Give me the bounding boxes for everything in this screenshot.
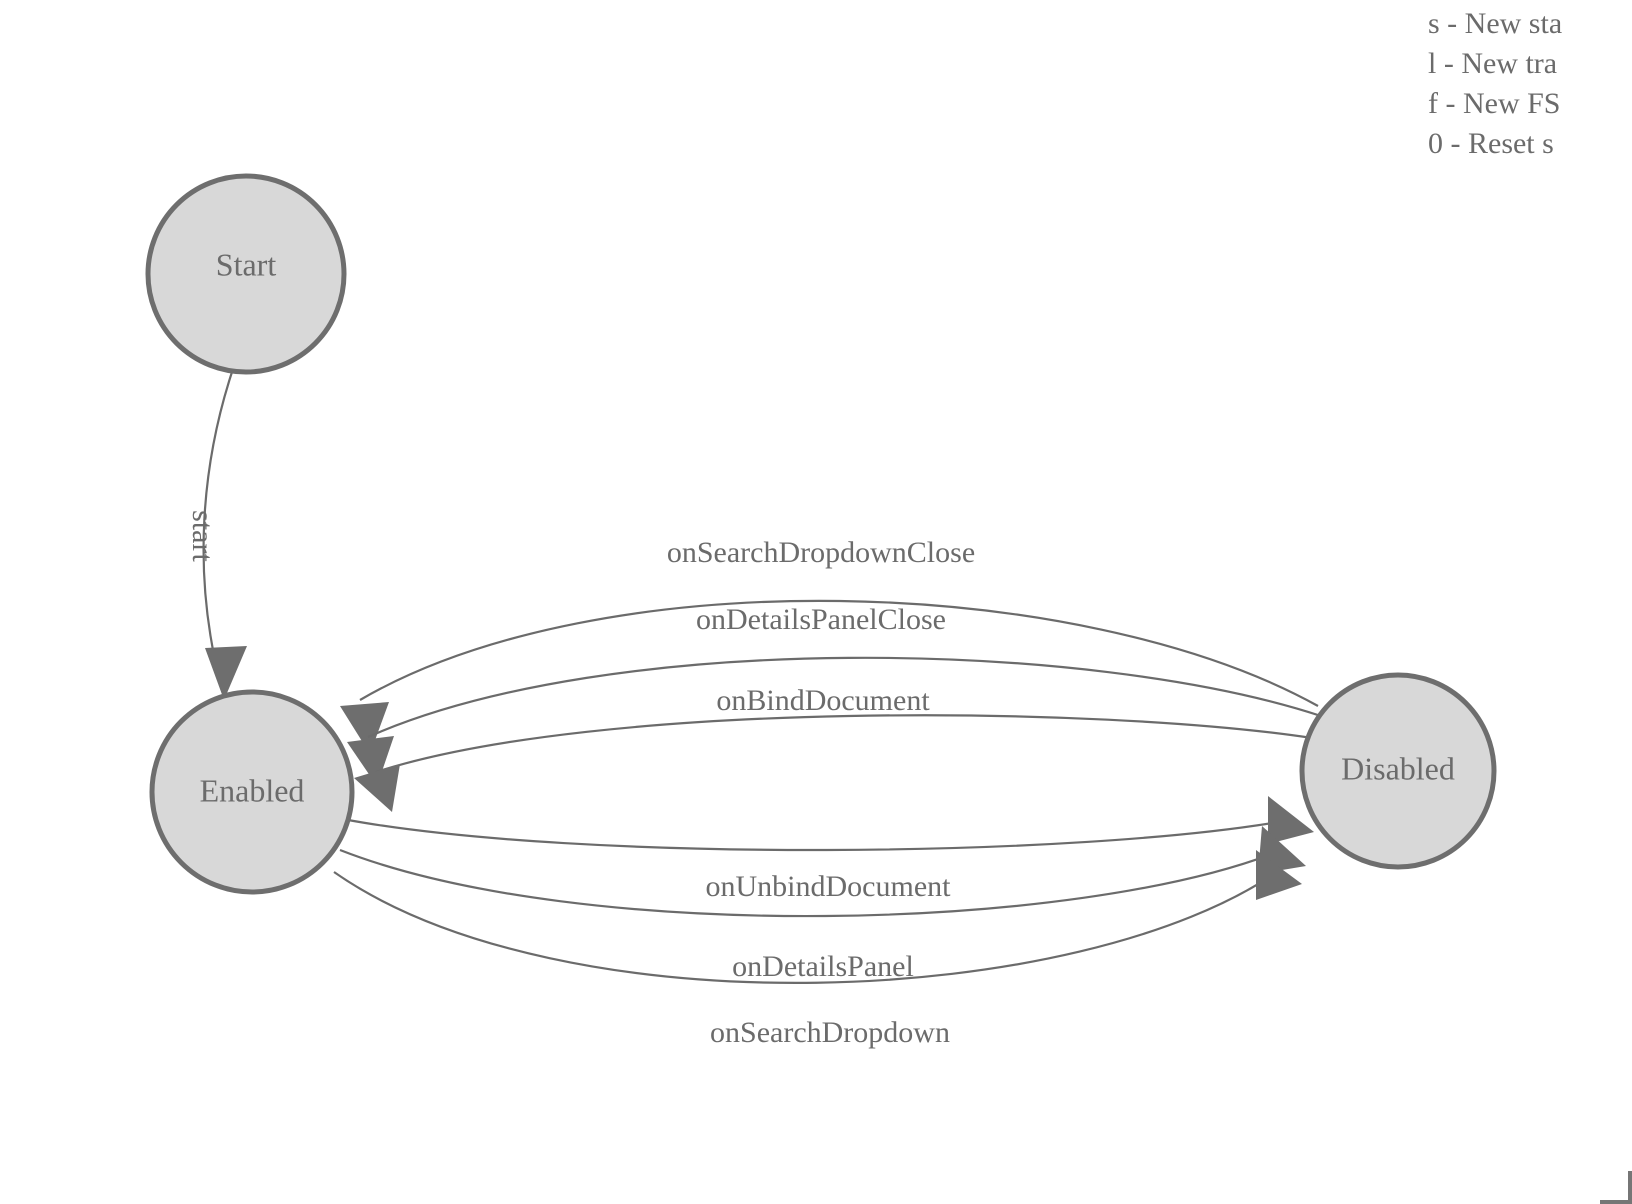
edge-start-path — [202, 371, 234, 661]
node-disabled[interactable]: Disabled — [1299, 672, 1497, 870]
edge-bind-document[interactable]: onBindDocument — [354, 684, 1313, 812]
node-start-circle — [145, 173, 347, 375]
edge-bind-document-label: onBindDocument — [716, 684, 930, 717]
edge-unbind-document-arrowhead — [1268, 796, 1314, 844]
node-start-label: Start — [216, 246, 277, 282]
edge-details-panel-close-path — [367, 656, 1322, 739]
edge-search-dropdown-close-label: onSearchDropdownClose — [667, 536, 975, 569]
legend-line-new-transition: l - New tra — [1428, 47, 1558, 80]
node-start[interactable]: Start — [145, 173, 347, 375]
edge-start[interactable]: start — [186, 371, 247, 700]
edge-search-dropdown-close[interactable]: onSearchDropdownClose — [340, 536, 1319, 754]
legend-line-new-state: s - New sta — [1428, 7, 1563, 40]
node-enabled-circle — [149, 689, 355, 895]
edge-search-dropdown-path — [333, 869, 1281, 984]
edge-details-panel-close-label: onDetailsPanelClose — [696, 603, 946, 636]
keyboard-shortcut-legend: s - New sta l - New tra f - New FS 0 - R… — [1426, 0, 1632, 164]
node-disabled-label: Disabled — [1341, 750, 1455, 786]
legend-line-reset: 0 - Reset s — [1428, 127, 1554, 160]
node-disabled-circle — [1299, 672, 1497, 870]
edge-search-dropdown[interactable]: onSearchDropdown — [333, 850, 1302, 1049]
resize-corner-handle[interactable] — [1600, 1171, 1632, 1204]
edge-unbind-document[interactable]: onUnbindDocument — [347, 796, 1314, 903]
edge-search-dropdown-arrowhead — [1256, 850, 1302, 900]
edge-details-panel-close[interactable]: onDetailsPanelClose — [347, 603, 1322, 786]
node-enabled-label: Enabled — [200, 772, 305, 808]
node-enabled[interactable]: Enabled — [149, 689, 355, 895]
edge-search-dropdown-label: onSearchDropdown — [710, 1016, 950, 1049]
legend-line-new-fsm: f - New FS — [1428, 87, 1561, 120]
edge-start-label: start — [186, 510, 219, 562]
edge-details-panel-close-arrowhead — [347, 736, 394, 786]
edge-bind-document-arrowhead — [354, 764, 400, 812]
edge-details-panel-label: onDetailsPanel — [732, 950, 914, 983]
edge-unbind-document-label: onUnbindDocument — [706, 870, 952, 903]
edge-start-arrowhead — [205, 646, 247, 700]
edge-bind-document-path — [375, 714, 1313, 774]
edge-details-panel-path — [339, 848, 1283, 918]
edge-search-dropdown-close-path — [359, 599, 1319, 707]
edge-details-panel[interactable]: onDetailsPanel — [339, 826, 1306, 983]
edge-unbind-document-path — [347, 818, 1291, 852]
edge-search-dropdown-close-arrowhead — [340, 702, 389, 754]
